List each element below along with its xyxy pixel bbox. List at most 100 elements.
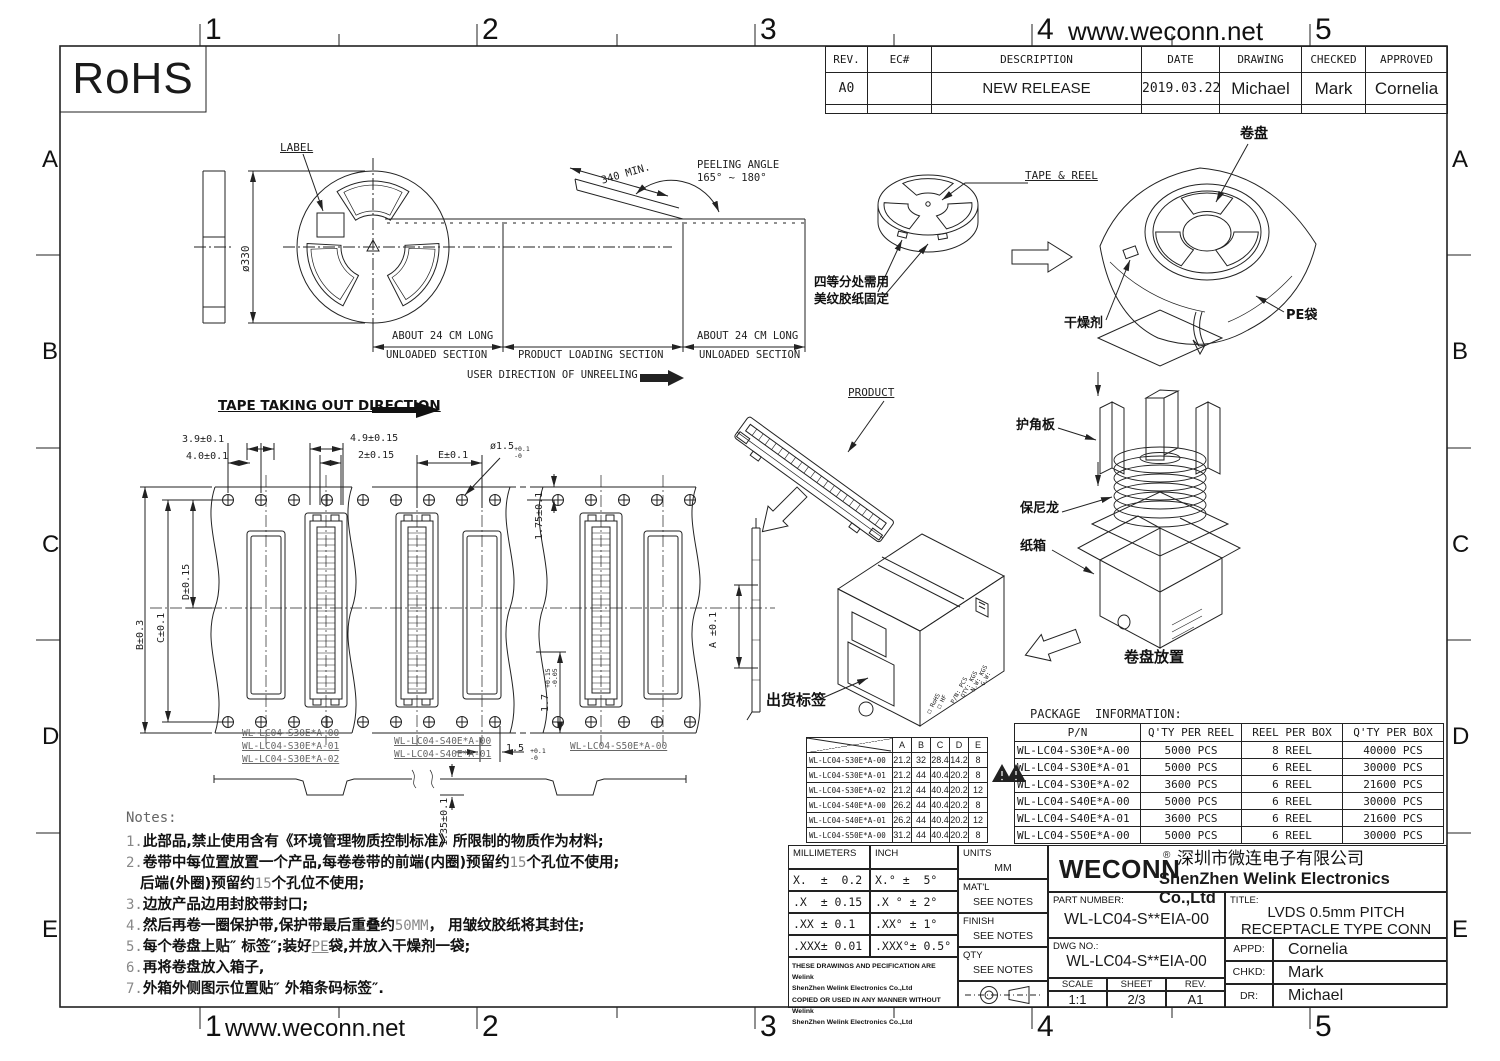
grid-row-e-right: E: [1452, 916, 1469, 943]
product-side-view: [734, 518, 761, 721]
grid-col-5-bottom: 5: [1315, 1010, 1332, 1043]
dim-1-7: 1.7 +0.15-0.05: [540, 668, 559, 712]
projection-symbol-icon: [965, 985, 1041, 1005]
rev-value: A1: [1166, 991, 1225, 1008]
note-1: 1.此部品,禁止使用含有《环境管理物质控制标准》所限制的物质作为材料;: [126, 834, 604, 850]
sheet-label: SHEET: [1107, 978, 1166, 991]
checked-value: Mark: [1301, 72, 1366, 105]
dim-4-0: 4.0±0.1: [186, 451, 229, 462]
product-loading-section: PRODUCT LOADING SECTION: [518, 349, 664, 361]
shipping-carton: [817, 533, 1084, 727]
sheet-frame: [36, 24, 1471, 1029]
grid-row-c-right: C: [1452, 531, 1470, 558]
tape-strip-view: [372, 167, 806, 386]
product-label: PRODUCT: [848, 386, 895, 399]
matl-label: MAT'L: [963, 882, 990, 893]
company-name-cn: 深圳市微连电子有限公司: [1177, 849, 1364, 869]
grid-col-5-top: 5: [1315, 13, 1332, 46]
grid-col-4-bottom: 4: [1037, 1010, 1054, 1043]
rev-label: REV.: [1166, 978, 1225, 991]
checked-header: CHECKED: [1301, 46, 1366, 73]
title-line1: LVDS 0.5mm PITCH: [1267, 904, 1405, 921]
note-2: 2.卷带中每位置放置一个产品,每卷卷带的前端(内圈)预留约15个孔位不使用;: [126, 855, 620, 871]
dwg-no-value: WL-LC04-S**EIA-00: [1066, 953, 1207, 970]
qty-value: SEE NOTES: [972, 964, 1034, 976]
chkd-label: CHKD:: [1225, 961, 1273, 984]
peeling-angle-label: PEELING ANGLE: [697, 159, 780, 171]
dim-c: C±0.1: [156, 612, 167, 643]
website-bottom: www.weconn.net: [225, 1015, 406, 1042]
reel-front-view: [194, 153, 672, 340]
carton-cn-label: 纸箱: [1020, 539, 1047, 554]
reel-cn-label: 卷盘: [1240, 126, 1268, 142]
pn-s30-00: WL-LC04-S30E*A-00: [242, 728, 340, 739]
pkg-header-reel-box: REEL PER BOX: [1241, 723, 1343, 742]
chkd-value: Mark: [1273, 961, 1447, 984]
dr-value: Michael: [1273, 984, 1447, 1008]
reel-diameter-dim: ø330: [239, 245, 252, 273]
drawing-header: DRAWING: [1219, 46, 1302, 73]
dim-1-5: 1.5 +0.1-0: [506, 743, 546, 762]
title-block: MILLIMETERS INCH X. ± 0.2 .X ± 0.15 .XX …: [788, 845, 1447, 1026]
approved-header: APPROVED: [1365, 46, 1448, 73]
qty-label: QTY: [963, 950, 983, 961]
reel-label-callout: LABEL: [280, 141, 314, 154]
part-number-label: PART NUMBER:: [1053, 895, 1124, 906]
tol-mm-4: .XXX± 0.01: [788, 935, 870, 957]
dim-2: 2±0.15: [358, 450, 395, 461]
tol-inch-4: .XXX°± 0.5°: [870, 935, 958, 957]
appd-label: APPD:: [1225, 938, 1273, 961]
grid-col-4-top: 4: [1037, 13, 1054, 46]
reel-in-pe-bag: [1099, 143, 1317, 356]
tape-and-reel-label: TAPE & REEL: [1025, 169, 1098, 182]
tol-mm-2: .X ± 0.15: [788, 891, 870, 913]
taking-out-arrow: [372, 402, 440, 418]
dim-3-9: 3.9±0.1: [182, 434, 225, 445]
tol-inch-1: X.° ± 5°: [870, 869, 958, 891]
description-header: DESCRIPTION: [931, 46, 1142, 73]
ec-header: EC#: [867, 46, 932, 73]
grid-row-d-left: D: [42, 723, 60, 750]
drawing-value: Michael: [1219, 72, 1302, 105]
dim-hole: ø1.5+0.1-0: [490, 441, 530, 460]
nylon-cn-label: 保尼龙: [1020, 501, 1060, 516]
tape-cross-section: [213, 764, 687, 810]
matl-value: SEE NOTES: [972, 896, 1034, 908]
part-number-cell: PART NUMBER: WL-LC04-S**EIA-00: [1048, 892, 1225, 938]
approved-value: Cornelia: [1365, 72, 1448, 105]
appd-value: Cornelia: [1273, 938, 1447, 961]
date-value: 2019.03.22: [1141, 72, 1220, 105]
pkg-header-reel: Q'TY PER REEL: [1140, 723, 1242, 742]
units-label: UNITS: [963, 848, 992, 859]
note-3: 3.边放产品边用封胶带封口;: [126, 897, 309, 913]
about-24cm-right: ABOUT 24 CM LONG: [697, 330, 799, 342]
product-connector: [734, 400, 894, 543]
website-top: www.weconn.net: [1068, 16, 1264, 46]
dim-d: D±0.15: [181, 563, 192, 600]
sheet-value: 2/3: [1107, 991, 1166, 1008]
tol-mm-1: X. ± 0.2: [788, 869, 870, 891]
note-2b: 后端(外圈)预留约15个孔位不使用;: [140, 876, 365, 892]
grid-row-a-left: A: [42, 146, 59, 173]
grid-row-e-left: E: [42, 916, 59, 943]
ec-value: [867, 72, 932, 105]
dim-header-d: D: [949, 737, 969, 753]
registered-mark: ®: [1163, 850, 1171, 861]
grid-row-c-left: C: [42, 531, 60, 558]
shipping-label-cn-label: 出货标签: [766, 691, 827, 709]
note-7: 7.外箱外侧图示位置贴″ 外箱条码标签″.: [126, 981, 384, 997]
pn-s50-00: WL-LC04-S50E*A-00: [570, 741, 668, 752]
note-4: 4.然后再卷一圈保护带,保护带最后重叠约50MM， 用皱纹胶纸将其封住;: [126, 918, 585, 934]
dim-header-b: B: [911, 737, 931, 753]
reel-placement-cn-label: 卷盘放置: [1124, 648, 1185, 666]
title-line2: RECEPTACLE TYPE CONN: [1240, 921, 1432, 938]
inch-header: INCH: [875, 848, 899, 859]
